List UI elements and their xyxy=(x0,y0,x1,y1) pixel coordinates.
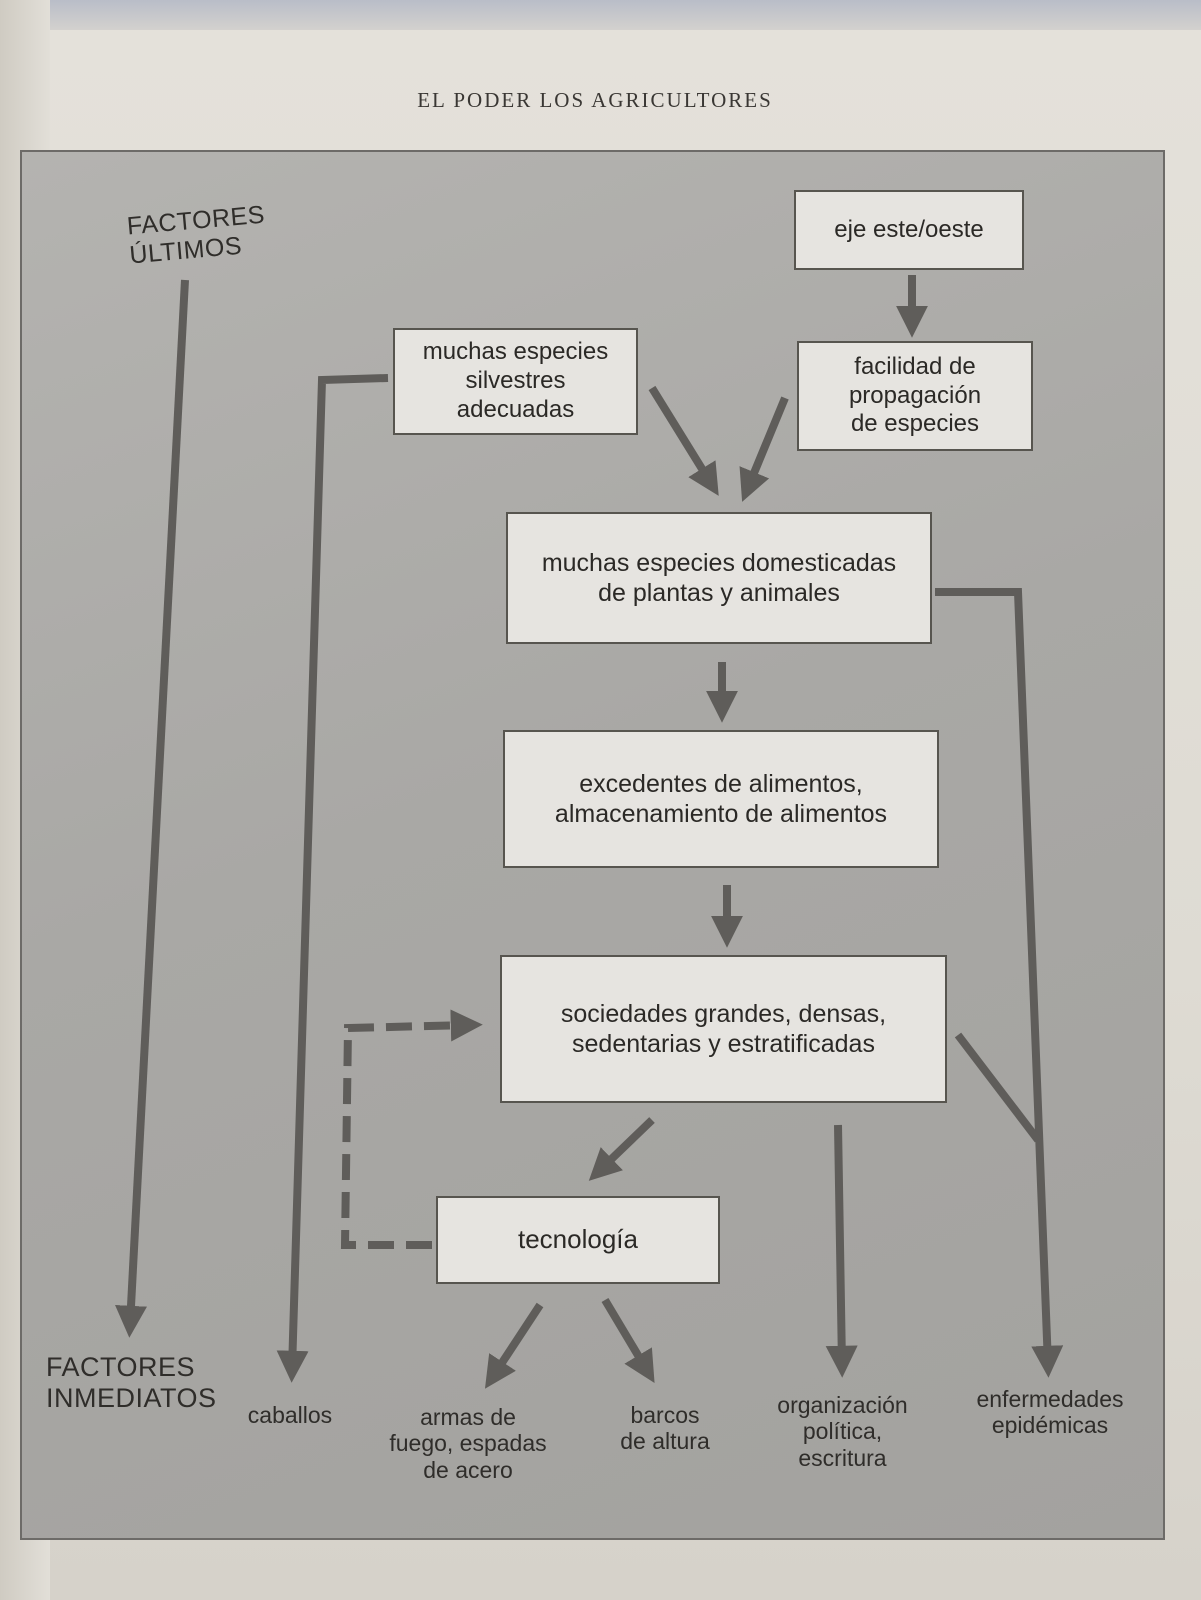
outcome-horses: caballos xyxy=(247,1402,333,1428)
node-east-west-axis: eje este/oeste xyxy=(794,190,1024,270)
outcome-weapons: armas de fuego, espadas de acero xyxy=(389,1404,547,1483)
outcome-organization: organización política, escritura xyxy=(777,1392,908,1471)
arrow-technology-to-ships xyxy=(601,1297,655,1383)
arrow-spread-to-domesticated xyxy=(739,396,789,502)
node-species-spread: facilidad de propagación de especies xyxy=(797,341,1033,451)
arrow-technology-to-weapons xyxy=(484,1302,544,1389)
arrow-wild-to-horses xyxy=(276,374,389,1383)
node-societies: sociedades grandes, densas, sedentarias … xyxy=(500,955,947,1103)
node-food-surplus: excedentes de alimentos, almacenamiento … xyxy=(503,730,939,868)
arrow-wild-to-domesticated xyxy=(648,385,719,496)
proximate-factors-label: FACTORES INMEDIATOS xyxy=(46,1352,217,1414)
arrow-societies-to-technology xyxy=(588,1117,655,1181)
node-domesticated-species: muchas especies domesticadas de plantas … xyxy=(506,512,932,644)
arrow-technology-feedback xyxy=(340,1009,483,1249)
arrow-ultimate-to-proximate xyxy=(115,279,189,1338)
outcome-ships: barcos de altura xyxy=(620,1402,710,1455)
node-technology: tecnología xyxy=(436,1196,720,1284)
running-title: EL PODER LOS AGRICULTORES xyxy=(417,88,773,112)
outcome-diseases: enfermedades epidémicas xyxy=(976,1386,1124,1439)
arrow-societies-to-diseases xyxy=(954,1032,1042,1143)
arrow-domesticated-to-diseases xyxy=(935,588,1064,1378)
node-wild-species: muchas especies silvestres adecuadas xyxy=(393,328,638,435)
arrow-societies-to-organization xyxy=(825,1124,858,1378)
